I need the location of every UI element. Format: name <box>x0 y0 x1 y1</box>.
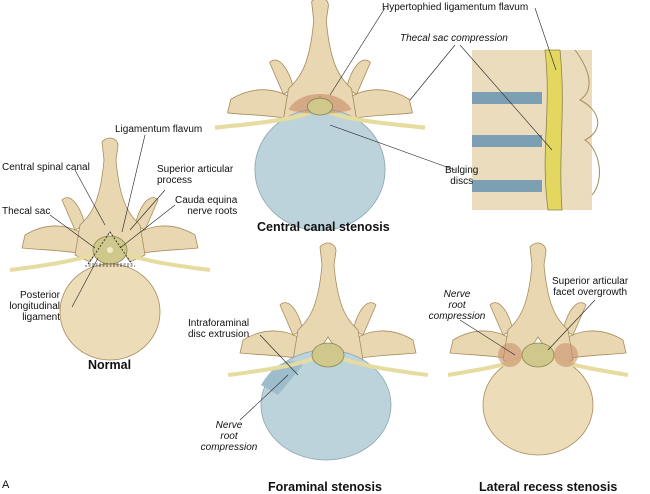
label-line: compression <box>200 442 258 453</box>
label-line: disc extrusion <box>188 329 250 340</box>
lateral-recess-stenosis-vertebra <box>447 242 629 456</box>
label-line: root <box>220 431 238 442</box>
label-line: Bulging <box>445 165 479 176</box>
label-line: process <box>157 175 193 186</box>
label-ligamentum-flavum: Ligamentum flavum <box>115 124 203 135</box>
title-foraminal-stenosis: Foraminal stenosis <box>268 480 382 494</box>
label-line: Cauda equina <box>175 195 238 206</box>
label-thecal-sac-compression: Thecal sac compression <box>400 33 508 44</box>
label-line: Intraforaminal <box>188 318 250 329</box>
label-line: nerve roots <box>187 206 238 217</box>
label-hypertrophied-ligamentum-flavum: Hypertophied ligamentum flavum <box>382 2 529 13</box>
label-line: root <box>448 300 466 311</box>
panel-letter: A <box>2 479 10 491</box>
label-line: Posterior <box>19 290 60 301</box>
label-line: discs <box>450 176 474 187</box>
sagittal-spine-view <box>472 49 600 211</box>
label-line: Superior articular <box>157 164 234 175</box>
title-lateral-recess-stenosis: Lateral recess stenosis <box>479 480 618 494</box>
label-line: Nerve <box>443 289 471 300</box>
label-line: Nerve <box>215 420 243 431</box>
label-line: ligament <box>22 312 60 323</box>
label-line: Superior articular <box>552 276 629 287</box>
title-central-canal-stenosis: Central canal stenosis <box>257 220 390 234</box>
foraminal-stenosis-vertebra <box>227 242 429 461</box>
title-normal: Normal <box>88 358 132 372</box>
central-stenosis-vertebra <box>214 0 426 231</box>
normal-vertebra <box>9 137 211 361</box>
label-line: compression <box>428 311 486 322</box>
label-thecal-sac: Thecal sac <box>2 206 51 217</box>
leader-lines <box>49 7 596 421</box>
label-central-spinal-canal: Central spinal canal <box>2 162 90 173</box>
label-line: facet overgrowth <box>553 287 628 298</box>
label-line: longitudinal <box>9 301 60 312</box>
